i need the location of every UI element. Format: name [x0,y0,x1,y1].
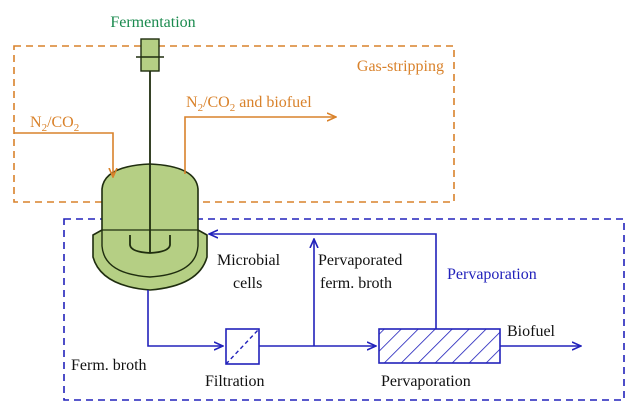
pervaporated-line2: ferm. broth [320,275,392,292]
return-to-vessel-arrow [209,234,437,329]
pervaporated-line1: Pervaporated [318,252,402,269]
gas-out-arrow [184,117,336,174]
pervaporation-unit-label: Pervaporation [381,373,471,390]
microbial-cells-line1: Microbial [217,252,281,269]
filtration-label: Filtration [205,373,265,390]
gas-stripping-label: Gas-stripping [357,58,444,75]
ferm-broth-label: Ferm. broth [71,357,147,374]
stirrer-motor [136,38,164,72]
gas-out-sub: 2 [198,102,204,114]
filtration-unit [225,328,260,365]
pervaporation-region [63,218,625,401]
fermenter-vessel [92,58,208,291]
vessel-jacket-line [101,230,199,278]
fermentation-label: Fermentation [110,14,195,31]
microbial-cells-line2: cells [233,275,262,292]
gas-in-co: /CO [47,114,74,131]
biofuel-label: Biofuel [507,323,556,340]
gas-in-arrow [14,132,113,177]
pervaporation-unit [378,328,501,364]
gas-out-n: N [186,94,198,111]
gas-in-n: N [30,114,42,131]
broth-to-filter-arrow [147,290,223,346]
gas-out-tail: and biofuel [235,94,312,111]
gas-stripping-region [13,45,455,203]
pervaporation-region-label: Pervaporation [447,266,537,283]
gas-out-sub2: 2 [230,102,236,114]
gas-in-sub2: 2 [74,122,80,134]
gas-in-label: N2/CO2 [30,114,79,134]
gas-in-sub: 2 [42,122,48,134]
gas-out-co: /CO [203,94,230,111]
gas-out-label: N2/CO2 and biofuel [186,94,312,114]
